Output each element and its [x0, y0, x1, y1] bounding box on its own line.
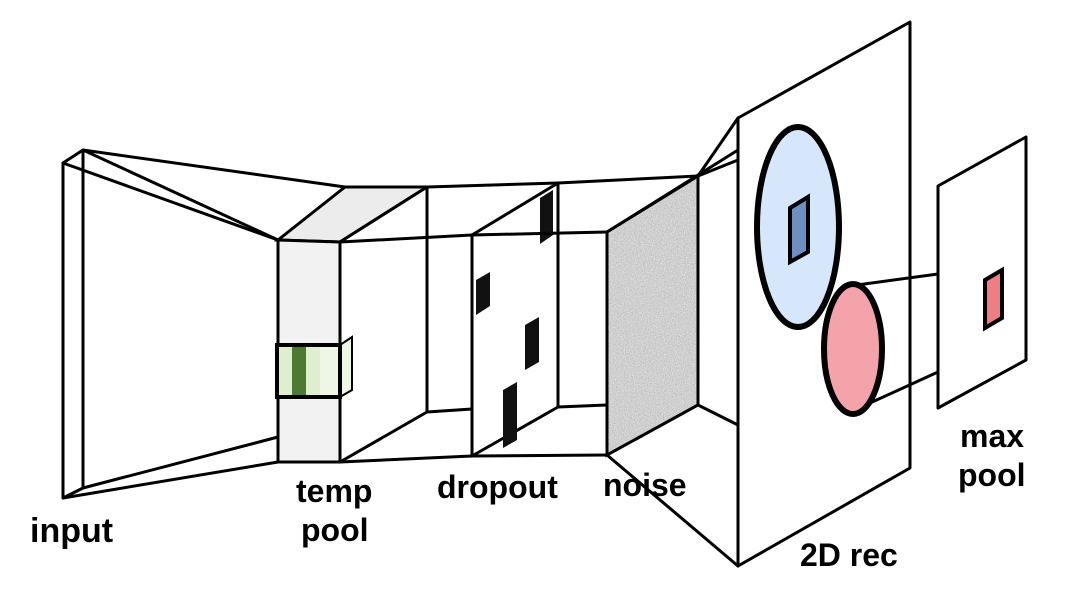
- connector-line: [425, 181, 560, 189]
- kernel-cell-1: [278, 345, 292, 397]
- input-layer: [61, 148, 347, 500]
- connector-line: [605, 453, 740, 568]
- max-pool-layer: [936, 135, 1028, 410]
- input-connector-top: [81, 148, 280, 242]
- temporal-kernel: [275, 335, 353, 399]
- connector-line: [556, 174, 700, 185]
- kernel-cell-2: [292, 345, 306, 397]
- connector-line: [338, 233, 474, 244]
- kernel-cell-4: [320, 345, 340, 397]
- temp-pool-layer: [273, 185, 433, 464]
- input-connector-far: [81, 148, 347, 189]
- connector-line: [470, 230, 609, 237]
- input-connector-bottom: [81, 435, 280, 490]
- connector-line: [696, 116, 740, 178]
- noise-layer: [605, 173, 700, 458]
- dropout-layer: [470, 181, 560, 458]
- max-pool-plane: [936, 135, 1028, 410]
- kernel-cell-3: [306, 345, 320, 397]
- dropout-block-1: [540, 190, 553, 244]
- connectors-temp-to-dropout: [338, 181, 560, 464]
- kernel-outline: [275, 343, 342, 399]
- receptive-unit-blue: [788, 193, 810, 266]
- connector-line: [696, 403, 740, 427]
- rec-2d-layer: [736, 20, 912, 568]
- label-noise: noise: [603, 467, 687, 503]
- connectors-dropout-to-noise: [470, 174, 700, 458]
- label-input: input: [30, 512, 113, 550]
- label-temp-pool-line2: pool: [301, 512, 369, 548]
- connector-line: [696, 158, 740, 178]
- connector-line: [605, 148, 740, 234]
- pooled-unit-pink: [983, 266, 1004, 332]
- label-dropout: dropout: [437, 469, 558, 505]
- dropout-block-2: [476, 272, 490, 315]
- connector-line: [425, 407, 474, 414]
- label-2d-rec: 2D rec: [800, 537, 898, 573]
- label-temp-pool-line1: temp: [296, 473, 372, 509]
- input-connector-bottom-inner: [61, 460, 280, 500]
- connector-line: [855, 272, 940, 287]
- connector-line: [470, 453, 609, 458]
- label-max-pool-line2: pool: [958, 457, 1026, 493]
- connectors-rec-to-maxpool: [855, 272, 940, 405]
- noise-texture: [607, 176, 698, 455]
- input-connector-top-inner: [61, 161, 280, 242]
- receptive-field-pink: [821, 281, 885, 417]
- connector-line: [556, 403, 609, 409]
- dropout-block-4: [503, 382, 517, 448]
- label-max-pool-line1: max: [960, 418, 1024, 454]
- connector-line: [338, 454, 474, 464]
- dropout-block-3: [525, 317, 539, 370]
- input-front-face: [61, 148, 85, 500]
- connector-line: [868, 370, 940, 405]
- connectors-noise-to-rec: [605, 116, 740, 568]
